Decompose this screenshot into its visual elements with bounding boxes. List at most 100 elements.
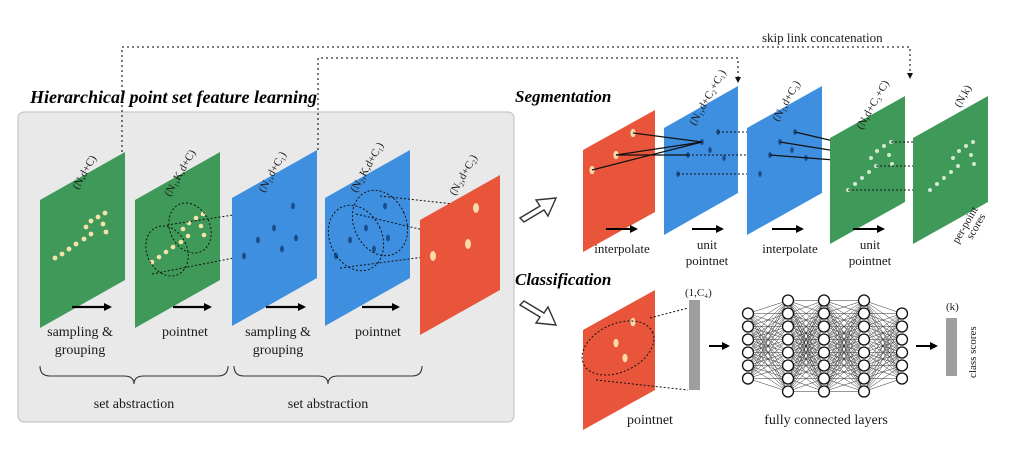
fc-node bbox=[857, 385, 871, 398]
fc-edge bbox=[747, 352, 789, 379]
fc-edge bbox=[747, 300, 789, 327]
braces bbox=[39, 365, 423, 385]
group-label-set-abstraction-2: set abstraction bbox=[288, 397, 368, 412]
seg-op-unit-1-line1: unit bbox=[697, 237, 718, 252]
fc-edge bbox=[747, 300, 789, 340]
fc-node bbox=[857, 333, 871, 346]
fc-nodes bbox=[741, 294, 909, 398]
fc-node bbox=[781, 346, 795, 359]
fc-node bbox=[857, 346, 871, 359]
seg-op-unit-2-line1: unit bbox=[860, 237, 881, 252]
fc-edge bbox=[747, 365, 789, 379]
fc-edge bbox=[787, 378, 825, 392]
seg-op-interpolate-2: interpolate bbox=[762, 241, 818, 256]
plane-input-points bbox=[40, 152, 125, 328]
fc-edge bbox=[823, 300, 865, 366]
cls-plane-input bbox=[581, 290, 655, 430]
fc-edge bbox=[823, 300, 865, 353]
seg-plane-output bbox=[913, 96, 988, 244]
fc-node bbox=[741, 333, 755, 346]
fc-edge bbox=[823, 300, 865, 340]
fc-edge bbox=[747, 300, 789, 379]
fc-node bbox=[817, 359, 831, 372]
seg-plane-input bbox=[583, 110, 655, 252]
op-sampling-grouping-1-line2: grouping bbox=[55, 343, 106, 358]
fc-edge bbox=[747, 378, 789, 392]
fc-edge bbox=[787, 365, 825, 392]
fc-edge bbox=[823, 300, 865, 327]
global-feature-shape: (1,C₄) bbox=[685, 287, 712, 299]
fc-edge bbox=[787, 300, 825, 340]
class-scores-shape: (k) bbox=[946, 301, 959, 313]
fc-node bbox=[817, 294, 831, 307]
fc-edge bbox=[787, 300, 825, 392]
fc-edge bbox=[787, 300, 825, 366]
projection-lines-1 bbox=[151, 205, 294, 275]
op-sampling-grouping-2-line1: sampling & bbox=[245, 325, 311, 340]
fc-node bbox=[895, 359, 909, 372]
seg-plane-unit-pointnet-1 bbox=[747, 86, 822, 235]
fc-edge bbox=[787, 352, 825, 392]
fc-edge bbox=[787, 300, 825, 353]
cls-projection bbox=[595, 307, 689, 391]
fc-edge bbox=[823, 378, 865, 392]
fc-node bbox=[817, 385, 831, 398]
fc-node bbox=[741, 346, 755, 359]
fc-edge bbox=[863, 352, 903, 392]
fc-node bbox=[857, 294, 871, 307]
fc-edge bbox=[823, 339, 865, 392]
fc-edge bbox=[787, 300, 825, 314]
class-scores-bar bbox=[946, 318, 957, 376]
cls-pointnet-label: pointnet bbox=[627, 413, 673, 428]
fc-edge bbox=[863, 378, 903, 392]
fc-edge bbox=[863, 313, 903, 327]
fc-edge bbox=[863, 339, 903, 392]
fc-node bbox=[817, 333, 831, 346]
fc-node bbox=[741, 320, 755, 333]
fc-node bbox=[895, 307, 909, 320]
fc-node bbox=[857, 372, 871, 385]
fc-node bbox=[817, 372, 831, 385]
fc-node bbox=[741, 359, 755, 372]
global-feature-bar bbox=[689, 300, 700, 390]
fc-edge bbox=[823, 300, 865, 392]
plane-abstracted-level-1 bbox=[232, 150, 317, 326]
fc-edge bbox=[823, 365, 865, 392]
fc-edge bbox=[747, 326, 789, 379]
fc-node bbox=[781, 320, 795, 333]
plane-abstracted-level-2 bbox=[420, 175, 500, 335]
fc-node bbox=[781, 307, 795, 320]
seg-op-unit-1-line2: pointnet bbox=[686, 253, 729, 268]
group-label-set-abstraction-1: set abstraction bbox=[94, 397, 174, 412]
fc-edges bbox=[747, 300, 903, 392]
fc-edge bbox=[823, 300, 865, 314]
fc-node bbox=[895, 320, 909, 333]
skip-links bbox=[121, 46, 913, 152]
fc-edge bbox=[863, 313, 903, 366]
fc-node bbox=[817, 320, 831, 333]
fc-node bbox=[817, 346, 831, 359]
fc-edge bbox=[863, 365, 903, 392]
fc-node bbox=[895, 333, 909, 346]
segmentation-title: Segmentation bbox=[515, 87, 611, 106]
classification-title: Classification bbox=[515, 270, 611, 289]
fc-edge bbox=[863, 313, 903, 340]
op-sampling-grouping-2-line2: grouping bbox=[253, 343, 304, 358]
fc-network bbox=[741, 294, 909, 398]
fc-edge bbox=[823, 326, 865, 392]
fc-edge bbox=[823, 352, 865, 392]
plane-grouped-points bbox=[135, 152, 220, 328]
seg-op-interpolate-1: interpolate bbox=[594, 241, 650, 256]
fc-edge bbox=[787, 339, 825, 392]
fc-edge bbox=[823, 300, 865, 379]
skip-link-label: skip link concatenation bbox=[762, 30, 883, 45]
op-pointnet-1: pointnet bbox=[162, 325, 208, 340]
interp-lines-1 bbox=[591, 132, 703, 171]
fc-edge bbox=[863, 313, 903, 379]
op-pointnet-2: pointnet bbox=[355, 325, 401, 340]
fc-edge bbox=[863, 313, 903, 353]
fc-node bbox=[895, 346, 909, 359]
fc-node bbox=[895, 372, 909, 385]
fc-edge bbox=[787, 300, 825, 327]
